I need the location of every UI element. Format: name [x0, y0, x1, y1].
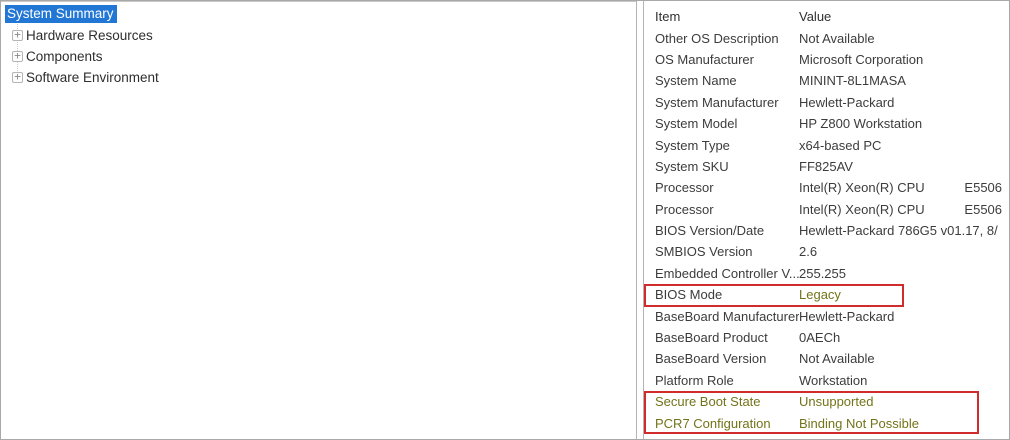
tree-item-label: Hardware Resources [26, 27, 153, 43]
item-cell: Processor [655, 201, 714, 217]
item-cell: System Name [655, 73, 737, 89]
table-row[interactable]: SMBIOS Version 2.6 [644, 241, 1009, 262]
selected-tree-label: System Summary [5, 5, 117, 24]
table-row[interactable]: BIOS Mode Legacy [644, 284, 1009, 305]
item-cell: SMBIOS Version [655, 244, 753, 260]
details-column-header: Item Value [644, 6, 1009, 27]
value-cell: Not Available [799, 351, 875, 367]
item-cell: System Manufacturer [655, 94, 779, 110]
table-row[interactable]: BaseBoard Product 0AECh [644, 327, 1009, 348]
table-row[interactable]: System Type x64-based PC [644, 134, 1009, 155]
table-row[interactable]: Other OS Description Not Available [644, 27, 1009, 48]
item-cell: BaseBoard Manufacturer [655, 308, 799, 324]
value-cell: Intel(R) Xeon(R) CPU E5506 [799, 180, 1003, 196]
value-cell: Binding Not Possible [799, 415, 919, 431]
table-row[interactable]: BaseBoard Version Not Available [644, 348, 1009, 369]
expand-plus-icon[interactable]: + [12, 71, 23, 83]
category-tree-pane: System Summary + Hardware Resources + Co… [1, 1, 637, 439]
table-row[interactable]: BIOS Version/Date Hewlett-Packard 786G5 … [644, 220, 1009, 241]
item-cell: OS Manufacturer [655, 51, 754, 67]
table-row[interactable]: System Name MININT-8L1MASA [644, 70, 1009, 91]
value-cell: MININT-8L1MASA [799, 73, 906, 89]
tree-item[interactable]: + Components [1, 46, 636, 67]
table-row[interactable]: PCR7 Configuration Binding Not Possible [644, 412, 1009, 433]
details-rows: Other OS Description Not Available OS Ma… [644, 27, 1009, 433]
table-row[interactable]: OS Manufacturer Microsoft Corporation [644, 49, 1009, 70]
table-row[interactable]: System SKU FF825AV [644, 156, 1009, 177]
item-cell: BIOS Mode [655, 287, 723, 303]
table-row[interactable]: Processor Intel(R) Xeon(R) CPU E5506 [644, 177, 1009, 198]
expand-plus-icon[interactable]: + [12, 29, 23, 41]
tree-items: + Hardware Resources + Components + Soft… [1, 25, 636, 88]
value-cell: Hewlett-Packard 786G5 v01.17, 8/ [799, 223, 998, 239]
value-cell: FF825AV [799, 158, 853, 174]
value-cell: Unsupported [799, 394, 874, 410]
table-row[interactable]: Embedded Controller V... 255.255 [644, 263, 1009, 284]
value-cell: Microsoft Corporation [799, 51, 924, 67]
table-row[interactable]: System Manufacturer Hewlett-Packard [644, 92, 1009, 113]
value-cell: HP Z800 Workstation [799, 116, 923, 132]
item-cell: BIOS Version/Date [655, 223, 765, 239]
tree-item-label: Software Environment [26, 69, 159, 85]
value-cell: Intel(R) Xeon(R) CPU E5506 [799, 201, 1003, 217]
tree-item[interactable]: + Software Environment [1, 67, 636, 88]
column-header-value[interactable]: Value [799, 9, 832, 25]
table-row[interactable]: BaseBoard Manufacturer Hewlett-Packard [644, 305, 1009, 326]
table-row[interactable]: System Model HP Z800 Workstation [644, 113, 1009, 134]
item-cell: BaseBoard Product [655, 330, 768, 346]
value-cell: Legacy [799, 287, 841, 303]
value-cell: 2.6 [799, 244, 818, 260]
value-cell: Hewlett-Packard [799, 94, 895, 110]
item-cell: BaseBoard Version [655, 351, 767, 367]
tree-item-label: Components [26, 48, 103, 64]
value-cell: Hewlett-Packard [799, 308, 895, 324]
item-cell: Secure Boot State [655, 394, 761, 410]
item-cell: PCR7 Configuration [655, 415, 771, 431]
item-cell: Embedded Controller V... [655, 265, 799, 281]
tree-item[interactable]: + Hardware Resources [1, 25, 636, 46]
value-cell: x64-based PC [799, 137, 882, 153]
expand-plus-icon[interactable]: + [12, 50, 23, 62]
item-cell: Platform Role [655, 372, 734, 388]
details-pane: Item Value Other OS Description Not Avai… [643, 1, 1009, 439]
item-cell: System Model [655, 116, 738, 132]
item-cell: System SKU [655, 158, 729, 174]
value-cell: 255.255 [799, 265, 846, 281]
table-row[interactable]: Processor Intel(R) Xeon(R) CPU E5506 [644, 199, 1009, 220]
value-cell: Workstation [799, 372, 868, 388]
value-cell: Not Available [799, 30, 875, 46]
pane-splitter[interactable] [637, 1, 643, 439]
item-cell: System Type [655, 137, 730, 153]
table-row[interactable]: Platform Role Workstation [644, 370, 1009, 391]
item-cell: Other OS Description [655, 30, 779, 46]
value-cell: 0AECh [799, 330, 841, 346]
item-cell: Processor [655, 180, 714, 196]
column-header-item[interactable]: Item [655, 9, 681, 25]
tree-item-system-summary[interactable]: System Summary [1, 4, 636, 25]
table-row[interactable]: Secure Boot State Unsupported [644, 391, 1009, 412]
